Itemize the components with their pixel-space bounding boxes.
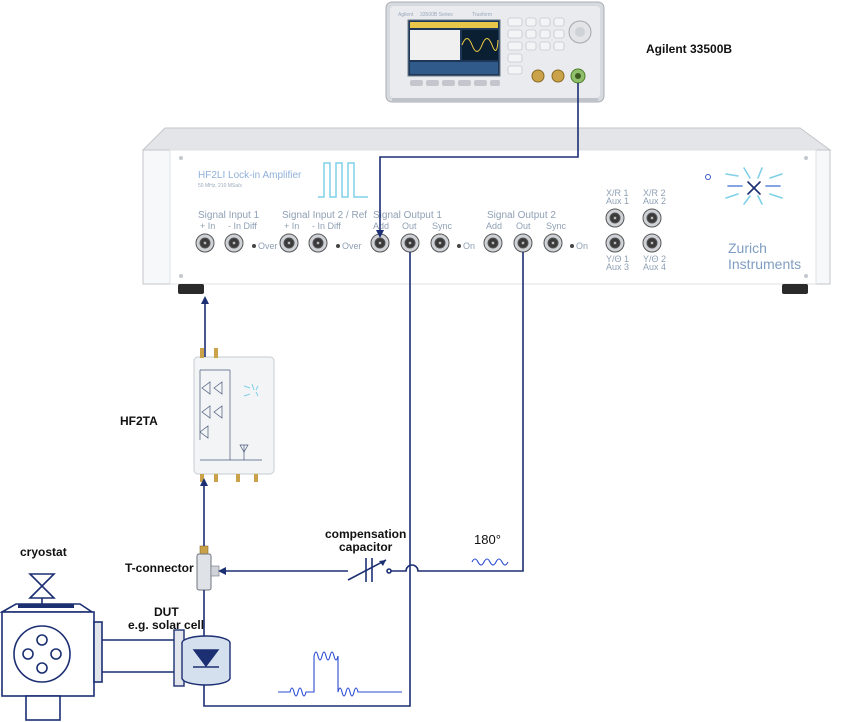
- section-signal-input-2: Signal Input 2 / Ref: [282, 210, 367, 221]
- bnc-input1-plus: [195, 233, 215, 253]
- port-label-out-1: Out: [402, 221, 417, 231]
- compensation-label-line2: capacitor: [339, 540, 393, 554]
- zurich-instruments-logo-icon: [725, 167, 783, 205]
- bnc-input2-plus: [279, 233, 299, 253]
- bnc-output1-sync: [430, 233, 450, 253]
- compensation-label-line1: compensation: [325, 527, 406, 541]
- port-label-sync-1: Sync: [432, 221, 453, 231]
- generator-keypad: [507, 17, 565, 75]
- aux-label-yo1: Y/Θ 1: [606, 254, 629, 264]
- section-signal-output-1: Signal Output 1: [373, 210, 442, 221]
- generator-label: Agilent 33500B: [646, 42, 732, 56]
- lockin-brand-line1: Zurich: [728, 240, 767, 256]
- hf2ta-logo-icon: [243, 383, 259, 397]
- generator-brand: Agilent: [398, 12, 414, 18]
- lockin-brand-line2: Instruments: [728, 256, 801, 272]
- function-generator: Agilent 33500B Series Trueform: [385, 1, 605, 103]
- bnc-output2-add: [483, 233, 503, 253]
- generator-connector-1: [531, 69, 545, 83]
- section-signal-output-2: Signal Output 2: [487, 210, 556, 221]
- t-connector: [196, 545, 220, 591]
- aux-label-aux2: Aux 2: [643, 196, 666, 206]
- bnc-input2-diff: [308, 233, 328, 253]
- bnc-aux-1: [605, 208, 625, 228]
- aux-label-aux3: Aux 3: [606, 262, 629, 272]
- bnc-input1-diff: [224, 233, 244, 253]
- led-label-on-2: On: [576, 241, 588, 251]
- lockin-title: HF2LI Lock-in Amplifier: [198, 170, 302, 181]
- diode-icon: [192, 649, 220, 668]
- aux-label-xr1: X/R 1: [606, 188, 629, 198]
- hf2ta-amplifier: [193, 348, 275, 482]
- wire-generator-to-reference: [379, 83, 579, 234]
- cryostat-label: cryostat: [20, 545, 67, 559]
- port-label-sync-2: Sync: [546, 221, 567, 231]
- cryostat-window: [13, 625, 71, 683]
- led-label-over-1: Over: [258, 241, 278, 251]
- aux-label-yo2: Y/Θ 2: [643, 254, 666, 264]
- port-label-add-2: Add: [486, 221, 502, 231]
- generator-softkeys: [410, 80, 500, 86]
- aux-label-aux4: Aux 4: [643, 262, 666, 272]
- compensation-capacitor: [347, 558, 392, 582]
- port-label-in-plus-1: + In: [200, 221, 215, 231]
- phase-label: 180°: [474, 532, 501, 547]
- dut-label-line2: e.g. solar cell: [128, 618, 204, 632]
- hf2ta-label: HF2TA: [120, 414, 158, 428]
- led-label-on-1: On: [463, 241, 475, 251]
- t-connector-label: T-connector: [125, 561, 194, 575]
- port-label-in-diff-1: - In Diff: [228, 221, 257, 231]
- phase-shifted-wave: [471, 558, 509, 566]
- port-label-in-diff-2: - In Diff: [312, 221, 341, 231]
- lockin-amplifier: HF2LI Lock-in Amplifier 50 MHz, 210 MSa/…: [141, 127, 832, 294]
- excitation-waveform: [278, 651, 402, 697]
- dut-device: [173, 629, 231, 687]
- bnc-output2-sync: [543, 233, 563, 253]
- dut-label-line1: DUT: [154, 605, 179, 619]
- bnc-aux-3: [605, 233, 625, 253]
- bnc-output2-out: [513, 233, 533, 253]
- wire-output1-to-dut: [203, 252, 411, 707]
- generator-waveform-label: Trueform: [472, 12, 492, 18]
- port-label-out-2: Out: [516, 221, 531, 231]
- bnc-aux-2: [642, 208, 662, 228]
- port-label-add-1: Add: [373, 221, 389, 231]
- section-signal-input-1: Signal Input 1: [198, 210, 260, 221]
- generator-connector-2: [551, 69, 565, 83]
- generator-model: 33500B Series: [420, 12, 453, 18]
- lockin-subtitle: 50 MHz, 210 MSa/s: [198, 183, 242, 189]
- lockin-pulse-logo: [318, 162, 368, 198]
- aux-label-aux1: Aux 1: [606, 196, 629, 206]
- led-label-over-2: Over: [342, 241, 362, 251]
- cryostat: [0, 573, 174, 721]
- port-label-in-plus-2: + In: [284, 221, 299, 231]
- connection-wires: [200, 83, 579, 707]
- aux-label-xr2: X/R 2: [643, 188, 666, 198]
- wire-output2-to-capacitor: [391, 252, 524, 572]
- hf2ta-schematic: [199, 369, 262, 461]
- generator-sine-trace: [461, 38, 499, 52]
- bnc-output1-out: [400, 233, 420, 253]
- bnc-aux-4: [642, 233, 662, 253]
